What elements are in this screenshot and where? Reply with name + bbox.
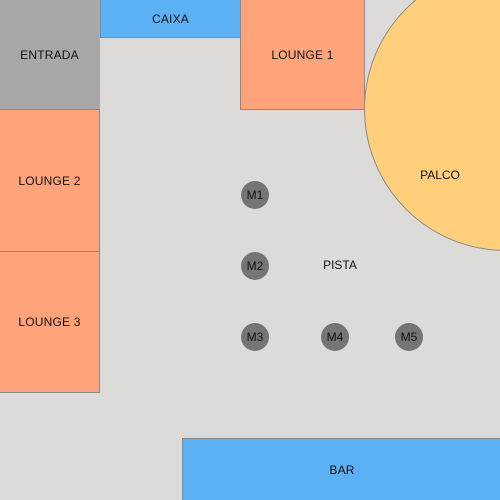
- zone-entrada[interactable]: ENTRADA: [0, 0, 100, 110]
- table-m2-label: M2: [246, 259, 264, 273]
- table-m5-label: M5: [400, 330, 418, 344]
- zone-caixa-label: CAIXA: [151, 11, 189, 26]
- table-m4-label: M4: [326, 330, 344, 344]
- table-m5[interactable]: M5: [395, 323, 423, 351]
- zone-palco-label: PALCO: [420, 168, 460, 182]
- zone-bar-label: BAR: [329, 463, 355, 477]
- zone-pista-label: PISTA: [323, 258, 357, 272]
- zone-caixa[interactable]: CAIXA: [100, 0, 241, 38]
- zone-palco[interactable]: [364, 0, 500, 251]
- zone-lounge-3-label: LOUNGE 3: [18, 315, 81, 329]
- zone-lounge-1-label: LOUNGE 1: [271, 47, 334, 62]
- zone-lounge-2-label: LOUNGE 2: [18, 173, 81, 188]
- zone-lounge-1[interactable]: LOUNGE 1: [240, 0, 365, 110]
- zone-entrada-label: ENTRADA: [20, 47, 79, 62]
- table-m1[interactable]: M1: [241, 181, 269, 209]
- table-m3[interactable]: M3: [241, 323, 269, 351]
- zone-lounge-3[interactable]: LOUNGE 3: [0, 251, 100, 393]
- table-m4[interactable]: M4: [321, 323, 349, 351]
- zone-bar[interactable]: BAR: [182, 438, 500, 500]
- zone-lounge-2[interactable]: LOUNGE 2: [0, 109, 100, 252]
- table-m2[interactable]: M2: [241, 252, 269, 280]
- table-m3-label: M3: [246, 330, 264, 344]
- table-m1-label: M1: [246, 188, 264, 202]
